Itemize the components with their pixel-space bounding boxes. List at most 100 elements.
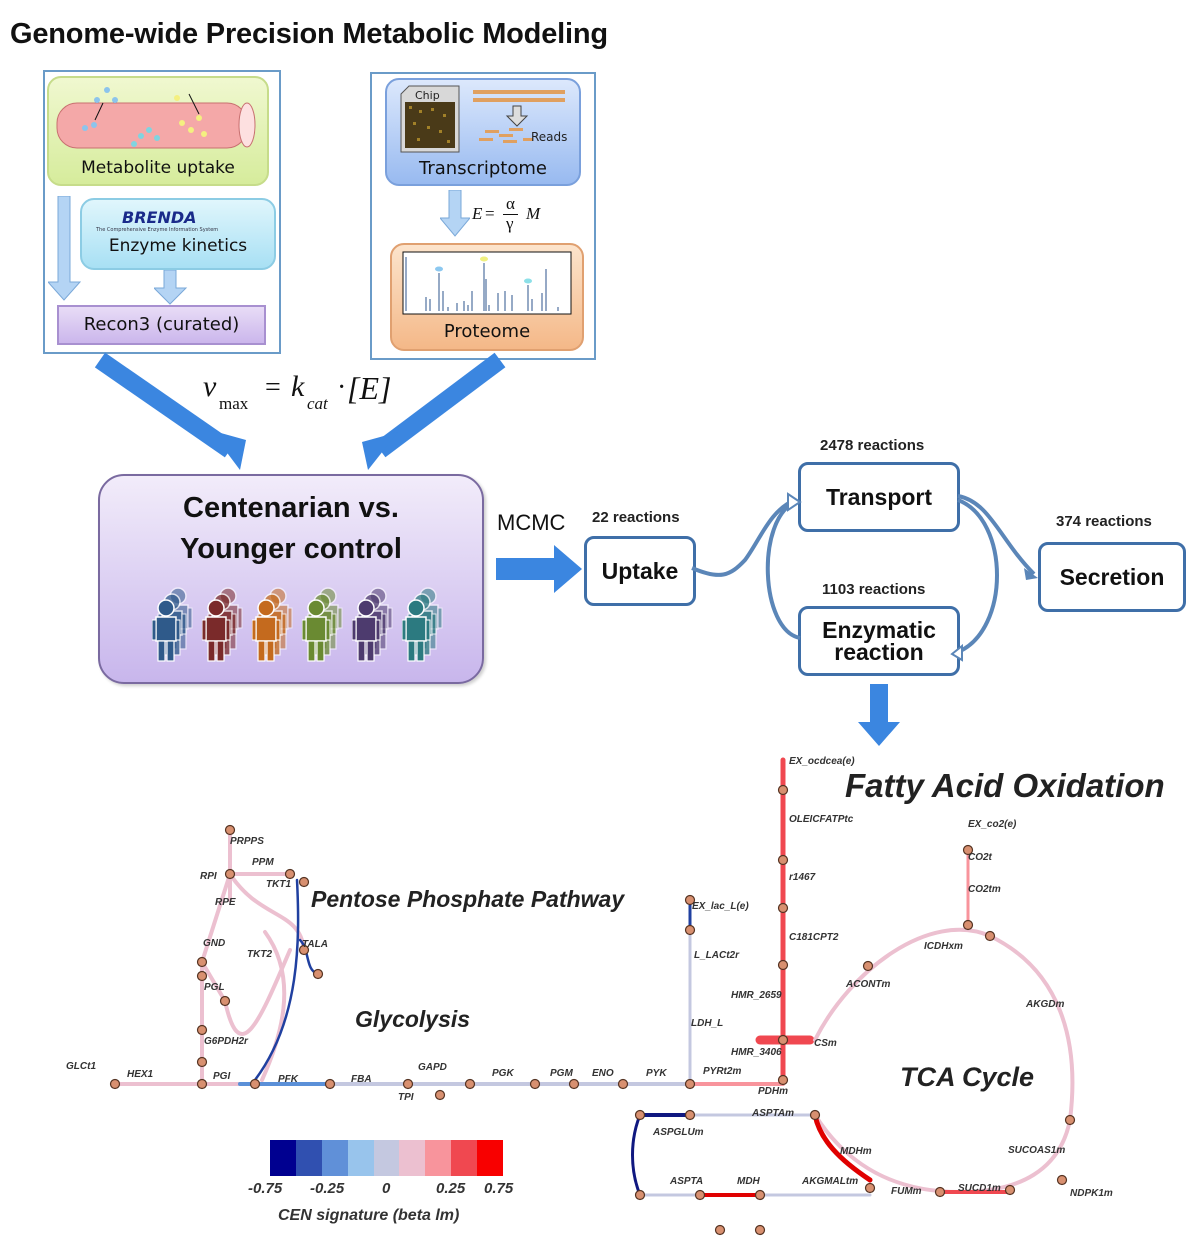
legend-tick-label: 0.25 — [436, 1180, 466, 1197]
enzymatic-count: 1103 reactions — [822, 581, 926, 598]
reaction-label-tala: TALA — [302, 939, 328, 950]
enzymatic-label-line1: Enzymatic — [822, 617, 936, 643]
legend-color-bar — [270, 1140, 504, 1176]
equation-gamma: γ — [506, 214, 514, 233]
vmax-equals: = — [265, 372, 281, 403]
arrow-down-icon — [440, 190, 470, 237]
vmax-kcat-subscript: cat — [307, 394, 328, 413]
metabolite-node — [962, 919, 974, 931]
legend-swatch — [425, 1140, 452, 1176]
reaction-label-mdhm: MDHm — [840, 1146, 872, 1157]
equation-equals: = — [485, 204, 495, 223]
metabolite-node — [684, 1109, 696, 1121]
legend-swatch — [399, 1140, 426, 1176]
reaction-label-aspta: ASPTA — [670, 1176, 704, 1187]
arrow-down-icon — [154, 270, 188, 305]
arrow-right-converge-icon — [374, 352, 506, 458]
metabolite-node — [862, 960, 874, 972]
reaction-label-ex-lac: EX_lac_L(e) — [692, 901, 749, 912]
metabolite-node — [1056, 1174, 1068, 1186]
pathway-edge — [223, 948, 292, 1036]
fraction-bar — [503, 214, 518, 215]
metabolite-node — [196, 956, 208, 968]
reaction-label-rpe: RPE — [215, 897, 236, 908]
blood-vessel-icon — [56, 87, 256, 149]
transport-to-secretion-arrow — [957, 494, 1036, 576]
reaction-label-akgmaltm: AKGMALtm — [802, 1176, 859, 1187]
metabolite-node — [324, 1078, 336, 1090]
reaction-label-aspglum: ASPGLUm — [653, 1127, 704, 1138]
metabolite-node — [934, 1186, 946, 1198]
metabolite-node — [298, 876, 310, 888]
proteome-box: Proteome — [390, 243, 584, 351]
arrow-down-icon — [858, 684, 900, 746]
recon3-box: Recon3 (curated) — [57, 305, 266, 345]
legend: -0.75 -0.25 0 0.25 0.75 CEN signature (beta … — [248, 1140, 520, 1240]
metabolite-node — [777, 854, 789, 866]
vmax-subscript: max — [219, 394, 249, 413]
person-group-icon — [252, 587, 293, 662]
person-group-icon — [302, 587, 343, 662]
flow-connectors — [691, 492, 1038, 662]
conversion-equation: E = α γ M — [472, 194, 562, 238]
reaction-label-csm: CSm — [814, 1038, 837, 1049]
reaction-label-pfk: PFK — [278, 1074, 298, 1085]
vmax-v: v — [203, 370, 217, 403]
chip-label: Chip — [415, 89, 440, 102]
reaction-label-pgk: PGK — [492, 1068, 514, 1079]
metabolite-node — [634, 1189, 646, 1201]
reaction-label-fumm: FUMm — [891, 1186, 922, 1197]
reaction-label-ppm: PPM — [252, 857, 274, 868]
pathway-edge — [200, 960, 227, 1003]
legend-swatch — [477, 1140, 504, 1176]
legend-swatch — [321, 1140, 348, 1176]
metabolite-node — [777, 959, 789, 971]
reaction-label-pgl: PGL — [204, 982, 225, 993]
uptake-box: Uptake — [584, 536, 696, 606]
metabolite-node — [298, 944, 310, 956]
proteome-label: Proteome — [443, 321, 531, 342]
metabolite-uptake-label: Metabolite uptake — [81, 158, 235, 178]
pathway-edge-tala — [253, 878, 300, 1082]
legend-ticks: -0.75 -0.25 0 0.25 0.75 — [248, 1180, 520, 1200]
tca-title: TCA Cycle — [900, 1062, 1035, 1092]
person-group-icon — [202, 587, 243, 662]
metabolite-node — [529, 1078, 541, 1090]
person-group-icon — [352, 587, 393, 662]
person-group-icon — [402, 587, 443, 662]
reaction-label-akgdm: AKGDm — [1026, 999, 1065, 1010]
transcriptome-box: Chip Reads Transcriptome — [385, 78, 581, 186]
metabolite-node — [694, 1189, 706, 1201]
reaction-label-l-lact2r: L_LACt2r — [694, 950, 740, 961]
legend-title: CEN signature (beta lm) — [278, 1207, 460, 1224]
mass-spectrum-icon — [402, 251, 572, 315]
enzymatic-label-line2: reaction — [834, 639, 924, 665]
metabolite-node — [777, 784, 789, 796]
reaction-label-ldh-l: LDH_L — [691, 1018, 724, 1029]
reaction-label-tkt1: TKT1 — [266, 879, 291, 890]
reaction-label-rpi: RPI — [200, 871, 217, 882]
metabolite-node — [777, 1074, 789, 1086]
brenda-logo: BRENDA — [122, 208, 197, 227]
pathway-edge — [260, 930, 287, 1082]
transport-count: 2478 reactions — [820, 437, 925, 454]
legend-tick-label: 0.75 — [484, 1180, 514, 1197]
reaction-label-hmr-3406: HMR_3406 — [731, 1047, 782, 1058]
uptake-count: 22 reactions — [592, 509, 680, 526]
legend-swatch — [373, 1140, 400, 1176]
reaction-label-ndpk1m: NDPK1m — [1070, 1188, 1113, 1199]
metabolite-node — [249, 1078, 261, 1090]
reaction-label-gnd: GND — [203, 938, 226, 949]
metabolite-node — [196, 970, 208, 982]
transport-box: Transport — [798, 462, 960, 532]
reaction-label-fba: FBA — [351, 1074, 372, 1085]
reaction-label-tkt2: TKT2 — [247, 949, 272, 960]
cycle-left-arc — [765, 500, 801, 640]
metabolite-node — [684, 894, 696, 906]
metabolite-node — [434, 1089, 446, 1101]
pathway-edge — [200, 872, 232, 964]
metabolite-node — [684, 1078, 696, 1090]
legend-tick-label: -0.25 — [310, 1180, 345, 1197]
legend-tick-label: -0.75 — [248, 1180, 283, 1197]
legend-tick-label: 0 — [382, 1180, 391, 1197]
